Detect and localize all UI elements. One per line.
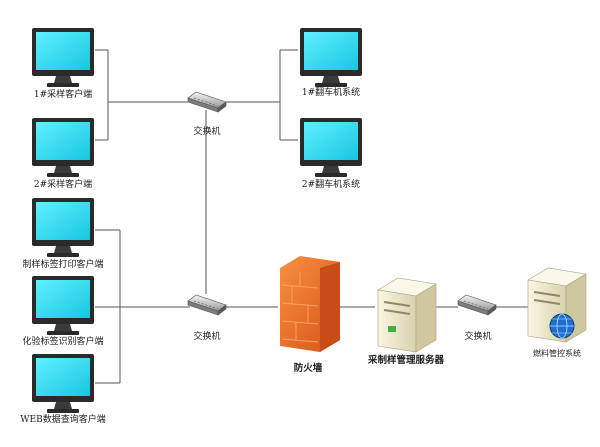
monitor-icon	[32, 28, 94, 87]
client-web-label: WEB数据查询客户端	[20, 415, 106, 425]
tipper-1-label: 1#翻车机系统	[301, 88, 361, 98]
switch-icon	[187, 91, 227, 113]
fuel-system-label: 燃料管控系统	[533, 349, 581, 358]
firewall-label: 防火墙	[293, 363, 323, 374]
server-icon	[377, 277, 437, 353]
fuel-system-server-icon	[527, 267, 587, 343]
server-label: 采制样管理服务器	[367, 355, 445, 366]
monitor-icon	[32, 354, 94, 413]
switch-icon	[187, 294, 227, 316]
client-2-label: 2#采样客户端	[33, 180, 93, 190]
client-print-label: 制样标签打印客户端	[22, 260, 104, 270]
monitor-icon	[32, 198, 94, 257]
connection-lines	[95, 49, 530, 384]
monitor-icon	[32, 276, 94, 335]
client-lab-label: 化验标签识别客户端	[22, 337, 104, 347]
client-1-label: 1#采样客户端	[33, 90, 93, 100]
monitor-icon	[300, 118, 362, 177]
monitor-icon	[300, 28, 362, 87]
switch-right-label: 交换机	[464, 332, 492, 342]
firewall-icon	[280, 256, 340, 352]
monitor-icon	[32, 118, 94, 177]
switch-icon	[457, 294, 497, 316]
switch-top-label: 交换机	[193, 127, 221, 137]
tipper-2-label: 2#翻车机系统	[301, 180, 361, 190]
switch-bottom-label: 交换机	[193, 332, 221, 342]
